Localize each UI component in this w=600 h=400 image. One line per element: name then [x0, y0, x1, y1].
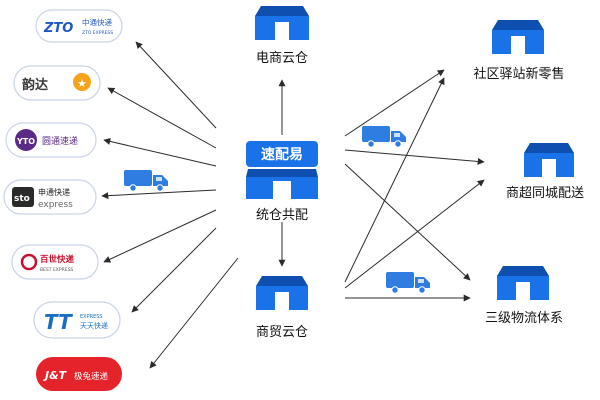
zto-mark: ZTO	[43, 21, 73, 36]
jt-name: 极兔速递	[74, 371, 109, 382]
sto-sub: express	[38, 200, 73, 210]
courier-jt-logo: J&T 极兔速递	[36, 357, 122, 391]
truck-icon	[386, 272, 430, 294]
courier-zto-logo: ZTO 中通快递 ZTO EXPRESS	[35, 9, 123, 43]
connector-arrows	[101, 41, 485, 369]
tt-sub: EXPRESS	[80, 314, 103, 320]
jt-mark: J&T	[43, 369, 68, 382]
yto-mark: YTO	[16, 137, 35, 146]
best-mark: 百世快递	[40, 254, 75, 265]
trade-label: 商贸云仓	[256, 325, 308, 340]
community-label: 社区驿站新零售	[473, 66, 564, 82]
store-icon-ecommerce	[255, 6, 309, 40]
center-badge: 速配易	[261, 146, 303, 163]
logistics-label: 三级物流体系	[485, 311, 563, 326]
store-icon-trade	[256, 276, 308, 310]
arrow-to-jt	[149, 257, 239, 369]
arrow-center-logistics	[344, 163, 471, 281]
zto-sub: ZTO EXPRESS	[82, 30, 113, 36]
supermarket-label: 商超同城配送	[506, 186, 584, 201]
arrow-to-tt	[131, 227, 217, 313]
yunda-star-icon	[73, 73, 91, 91]
arrow-to-yto	[103, 138, 217, 167]
courier-best-logo: 百世快递 BEST EXPRESS	[11, 244, 99, 280]
arrow-trade-supermarket	[344, 179, 485, 289]
zto-name: 中通快递	[82, 17, 112, 27]
center-hub: 速配易	[246, 141, 318, 199]
courier-sto-logo: sto 申通快递 express	[3, 179, 97, 215]
best-emblem-icon	[20, 253, 38, 271]
yunda-mark: 韵达	[22, 77, 48, 93]
store-icon-supermarket	[524, 143, 574, 177]
courier-logos: ZTO 中通快递 ZTO EXPRESS 韵达 ★ YTO 圆通速递 sto 申…	[3, 9, 123, 391]
tt-mark: TT	[44, 310, 73, 334]
store-icon-logistics	[497, 266, 549, 300]
sto-name: 申通快递	[38, 187, 70, 197]
courier-tt-logo: TT EXPRESS 天天快递	[33, 301, 121, 339]
courier-yto-logo: YTO 圆通速递	[5, 122, 97, 158]
truck-icon	[124, 170, 168, 192]
center-badge-bg	[246, 141, 318, 167]
star-icon: ★	[77, 77, 87, 90]
yto-emblem-icon	[15, 129, 37, 151]
center-label: 统仓共配	[256, 208, 308, 223]
yto-name: 圆通速递	[42, 135, 78, 147]
best-sub: BEST EXPRESS	[40, 267, 73, 273]
ecommerce-label: 电商云仓	[256, 51, 308, 66]
arrow-to-yunda	[107, 87, 217, 149]
courier-yunda-logo: 韵达 ★	[13, 65, 101, 101]
sto-mark: sto	[14, 194, 30, 204]
arrow-to-zto	[135, 41, 217, 129]
tt-name: 天天快递	[80, 321, 108, 330]
arrow-center-community	[344, 69, 445, 137]
store-icon-community	[492, 20, 544, 54]
arrow-to-best	[103, 209, 217, 263]
truck-icon	[362, 126, 406, 148]
arrow-center-supermarket	[344, 149, 485, 165]
arrow-to-sto	[101, 189, 217, 200]
arrow-trade-community	[344, 77, 445, 283]
